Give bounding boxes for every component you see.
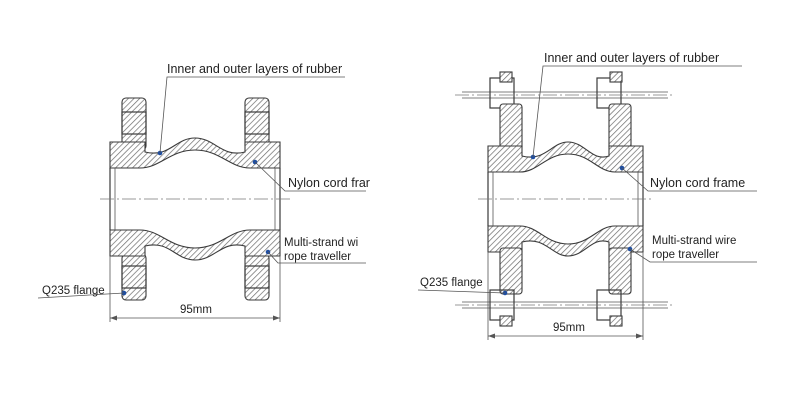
left-nylon-leader — [254, 161, 366, 192]
right-wire-leader — [629, 248, 757, 263]
right-wire-label-line1: Multi-strand wire — [652, 235, 736, 247]
right-nylon-label: Nylon cord frame — [650, 176, 745, 190]
left-rubber-label: Inner and outer layers of rubber — [167, 62, 342, 76]
right-wire-label-line2: rope traveller — [652, 249, 719, 261]
left-view: Inner and outer layers of rubber Nylon c… — [37, 62, 370, 322]
left-nylon-label: Nylon cord frar — [288, 176, 370, 190]
right-upper-rubber-body — [487, 141, 644, 173]
right-lower-flange-left — [499, 247, 523, 295]
right-upper-flange-left — [499, 103, 523, 151]
right-upper-tie-rod — [455, 71, 675, 109]
left-dimension-label: 95mm — [180, 304, 212, 316]
right-flange-leader — [417, 289, 506, 294]
left-flange-label: Q235 flange — [42, 285, 105, 297]
right-dimension-label: 95mm — [553, 322, 585, 334]
left-upper-flanges — [121, 97, 270, 151]
left-rubber-leader — [159, 76, 345, 154]
right-nylon-leader — [621, 167, 757, 192]
left-lower-flanges — [121, 253, 270, 301]
right-rubber-label: Inner and outer layers of rubber — [544, 51, 719, 65]
right-lower-flange-right — [608, 247, 632, 295]
left-wire-label-line1: Multi-strand wi — [284, 237, 358, 249]
right-rubber-leader — [532, 65, 742, 158]
right-flange-label: Q235 flange — [420, 277, 483, 289]
left-wire-label-line2: rope traveller — [284, 251, 351, 263]
left-wire-leader — [267, 251, 366, 264]
left-lower-rubber-body — [109, 229, 281, 261]
right-lower-tie-rod — [455, 289, 675, 327]
right-view: Inner and outer layers of rubber Nylon c… — [417, 51, 757, 340]
right-upper-flange-right — [608, 103, 632, 151]
left-upper-rubber-body — [109, 137, 281, 169]
